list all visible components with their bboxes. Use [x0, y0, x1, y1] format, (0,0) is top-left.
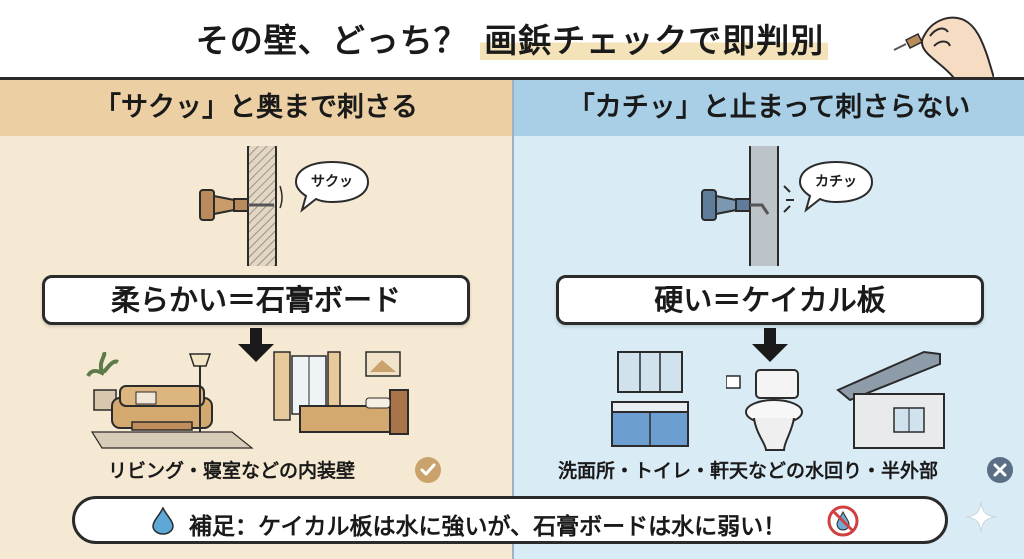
- right-result-label: 硬い＝ケイカル板: [556, 275, 984, 325]
- right-caption: 洗面所・トイレ・軒天などの水回り・半外部: [558, 460, 939, 482]
- note-text: 補足：ケイカル板は水に強いが、石膏ボードは水に弱い！: [189, 514, 787, 540]
- sound-sakuh: サクッ: [311, 174, 353, 190]
- sparkle-icon: [965, 501, 997, 533]
- calcium-board-pin-illustration: [701, 146, 794, 266]
- left-panel: 「サクッ」と奥まで刺さる サクッ 柔らかい＝石膏ボード: [0, 80, 512, 559]
- speech-bubble-sakuh: [294, 160, 370, 213]
- page-title: その壁、どっち？ 画鋲チェックで即判別: [0, 14, 1024, 62]
- no-water-icon: [827, 505, 859, 537]
- cross-icon: [987, 457, 1013, 483]
- title-main: その壁、どっち？: [195, 21, 468, 60]
- left-caption: リビング・寝室などの内装壁: [108, 460, 356, 482]
- title-highlight: 画鋲チェックで即判別: [480, 21, 829, 60]
- washbasin-illustration: [611, 351, 689, 447]
- note-bar: 補足：ケイカル板は水に強いが、石膏ボードは水に弱い！: [72, 496, 948, 544]
- living-room-illustration: [86, 352, 254, 449]
- speech-bubble-kachi: [798, 160, 874, 213]
- water-drop-icon: [152, 507, 174, 535]
- title-bar: その壁、どっち？ 画鋲チェックで即判別: [0, 0, 1024, 80]
- down-arrow-icon: [238, 328, 274, 362]
- plasterboard-pin-illustration: [199, 146, 283, 266]
- left-result-label: 柔らかい＝石膏ボード: [42, 275, 470, 325]
- bedroom-illustration: [273, 351, 409, 435]
- down-arrow-icon: [752, 328, 788, 362]
- house-eaves-illustration: [836, 350, 945, 449]
- toilet-illustration: [726, 369, 803, 451]
- check-icon: [415, 457, 441, 483]
- left-panel-heading: 「サクッ」と奥まで刺さる: [0, 80, 512, 136]
- sound-kachi: カチッ: [815, 174, 857, 190]
- right-panel: 「カチッ」と止まって刺さらない カチッ 硬い＝ケイカル板 洗面: [512, 80, 1024, 559]
- right-panel-heading: 「カチッ」と止まって刺さらない: [514, 80, 1024, 136]
- hand-holding-pin-icon: [893, 16, 994, 78]
